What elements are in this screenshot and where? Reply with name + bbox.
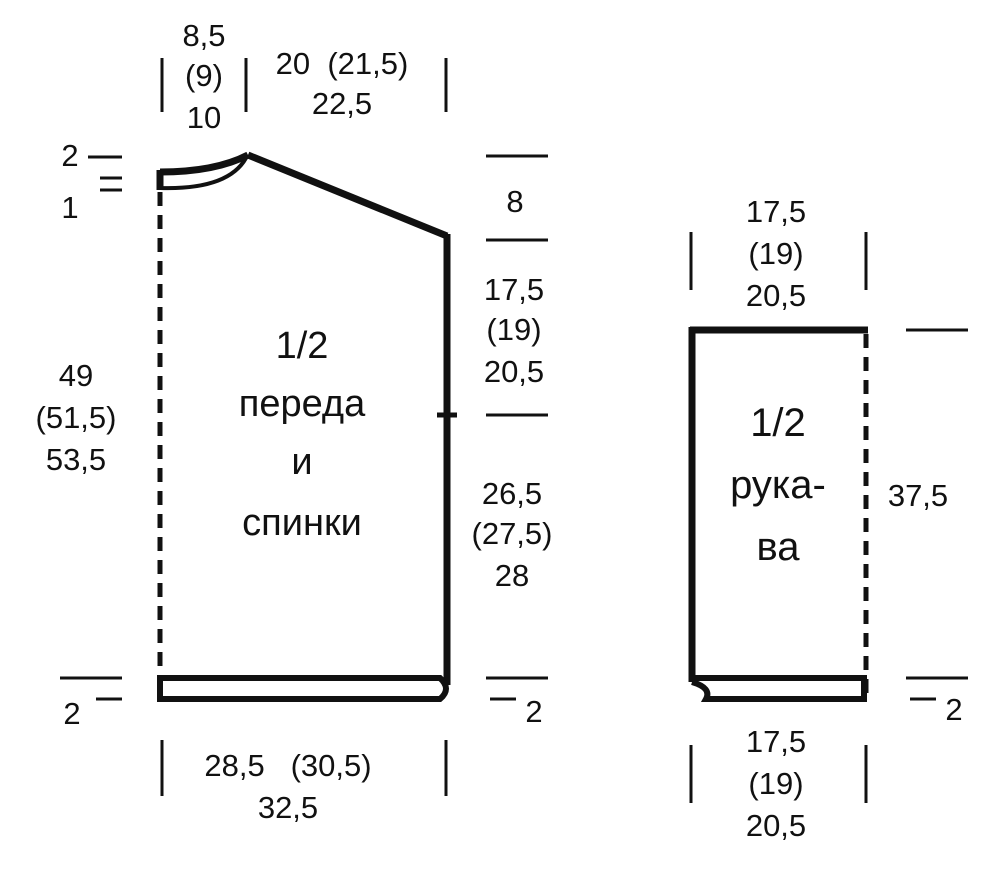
- bottom-width-1: 28,5 (30,5): [204, 748, 371, 783]
- front-title-line3: и: [291, 441, 312, 483]
- shoulder-slope: 8: [506, 184, 523, 219]
- neck-width-2: (9): [185, 58, 223, 93]
- side-3: 28: [495, 558, 529, 593]
- sleeve-length: 37,5: [888, 478, 948, 513]
- length-3: 53,5: [46, 442, 106, 477]
- front-title-line2: переда: [239, 383, 366, 425]
- shoulder-width-2: 22,5: [312, 86, 372, 121]
- neckline-curve: [159, 151, 250, 176]
- hem-left: 2: [63, 696, 80, 731]
- side-1: 26,5: [482, 476, 542, 511]
- sleeve-hem: 2: [945, 692, 962, 727]
- sleeve-bottom-2: (19): [748, 766, 803, 801]
- shoulder-line: [246, 151, 449, 240]
- front-hem: [157, 675, 449, 702]
- neck-band-curve: [159, 156, 248, 191]
- sleeve-title-line3: ва: [756, 525, 800, 569]
- shoulder-width-1: 20 (21,5): [276, 46, 409, 81]
- front-title-line4: спинки: [242, 502, 362, 544]
- sleeve-top-1: 17,5: [746, 194, 806, 229]
- sleeve-cuff: [691, 675, 867, 702]
- sleeve-bottom-3: 20,5: [746, 808, 806, 843]
- front-title-line1: 1/2: [276, 325, 329, 367]
- armhole-1: 17,5: [484, 272, 544, 307]
- armhole-2: (19): [486, 312, 541, 347]
- neck-width-3: 10: [187, 100, 221, 135]
- sleeve-bottom-1: 17,5: [746, 724, 806, 759]
- sleeve-top-2: (19): [748, 236, 803, 271]
- bottom-width-2: 32,5: [258, 790, 318, 825]
- armhole-3: 20,5: [484, 354, 544, 389]
- sleeve-title-line1: 1/2: [750, 401, 806, 445]
- hem-right: 2: [525, 694, 542, 729]
- neck-width-1: 8,5: [182, 18, 225, 53]
- sleeve-top-3: 20,5: [746, 278, 806, 313]
- neck-depth-top: 2: [61, 138, 78, 173]
- side-2: (27,5): [472, 516, 553, 551]
- length-1: 49: [59, 358, 93, 393]
- neck-depth-bottom: 1: [61, 190, 78, 225]
- sleeve-title-line2: рука-: [730, 463, 826, 507]
- length-2: (51,5): [36, 400, 117, 435]
